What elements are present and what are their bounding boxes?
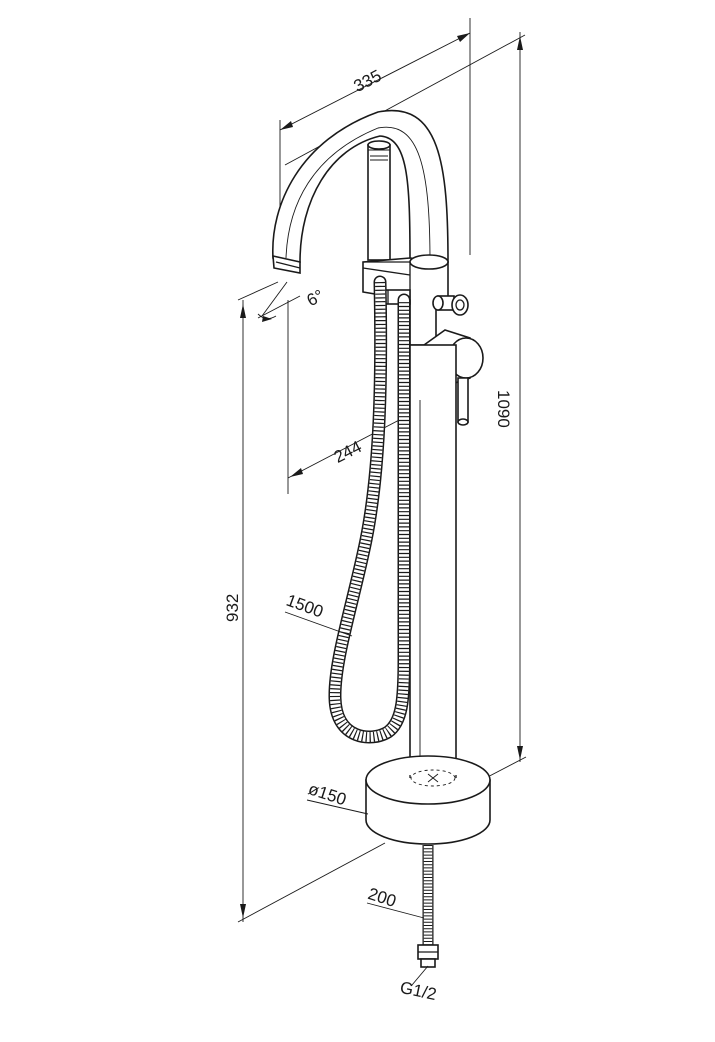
dimension-6deg-label: 6°	[304, 286, 327, 310]
label-supply-hose-length: 200	[366, 884, 399, 911]
label-150-group: ø150	[306, 779, 369, 815]
label-g12-group: G1/2	[398, 965, 438, 1004]
label-hose-length: 1500	[284, 591, 326, 622]
supply-hose	[417, 845, 439, 968]
dimension-1090-label: 1090	[494, 390, 513, 428]
floor-base	[365, 755, 491, 845]
handshower-holder	[367, 140, 391, 261]
spout	[272, 109, 449, 274]
dimension-932-group: 932	[223, 281, 386, 923]
diverter-knob	[432, 294, 469, 316]
dimension-932-label: 932	[223, 594, 242, 622]
dimension-6deg-group: 6°	[257, 281, 327, 322]
label-thread: G1/2	[398, 978, 438, 1004]
shower-hose	[328, 275, 411, 744]
label-200-group: 200	[366, 884, 425, 919]
main-column	[409, 344, 457, 776]
dimension-244-label: 244	[331, 437, 365, 467]
